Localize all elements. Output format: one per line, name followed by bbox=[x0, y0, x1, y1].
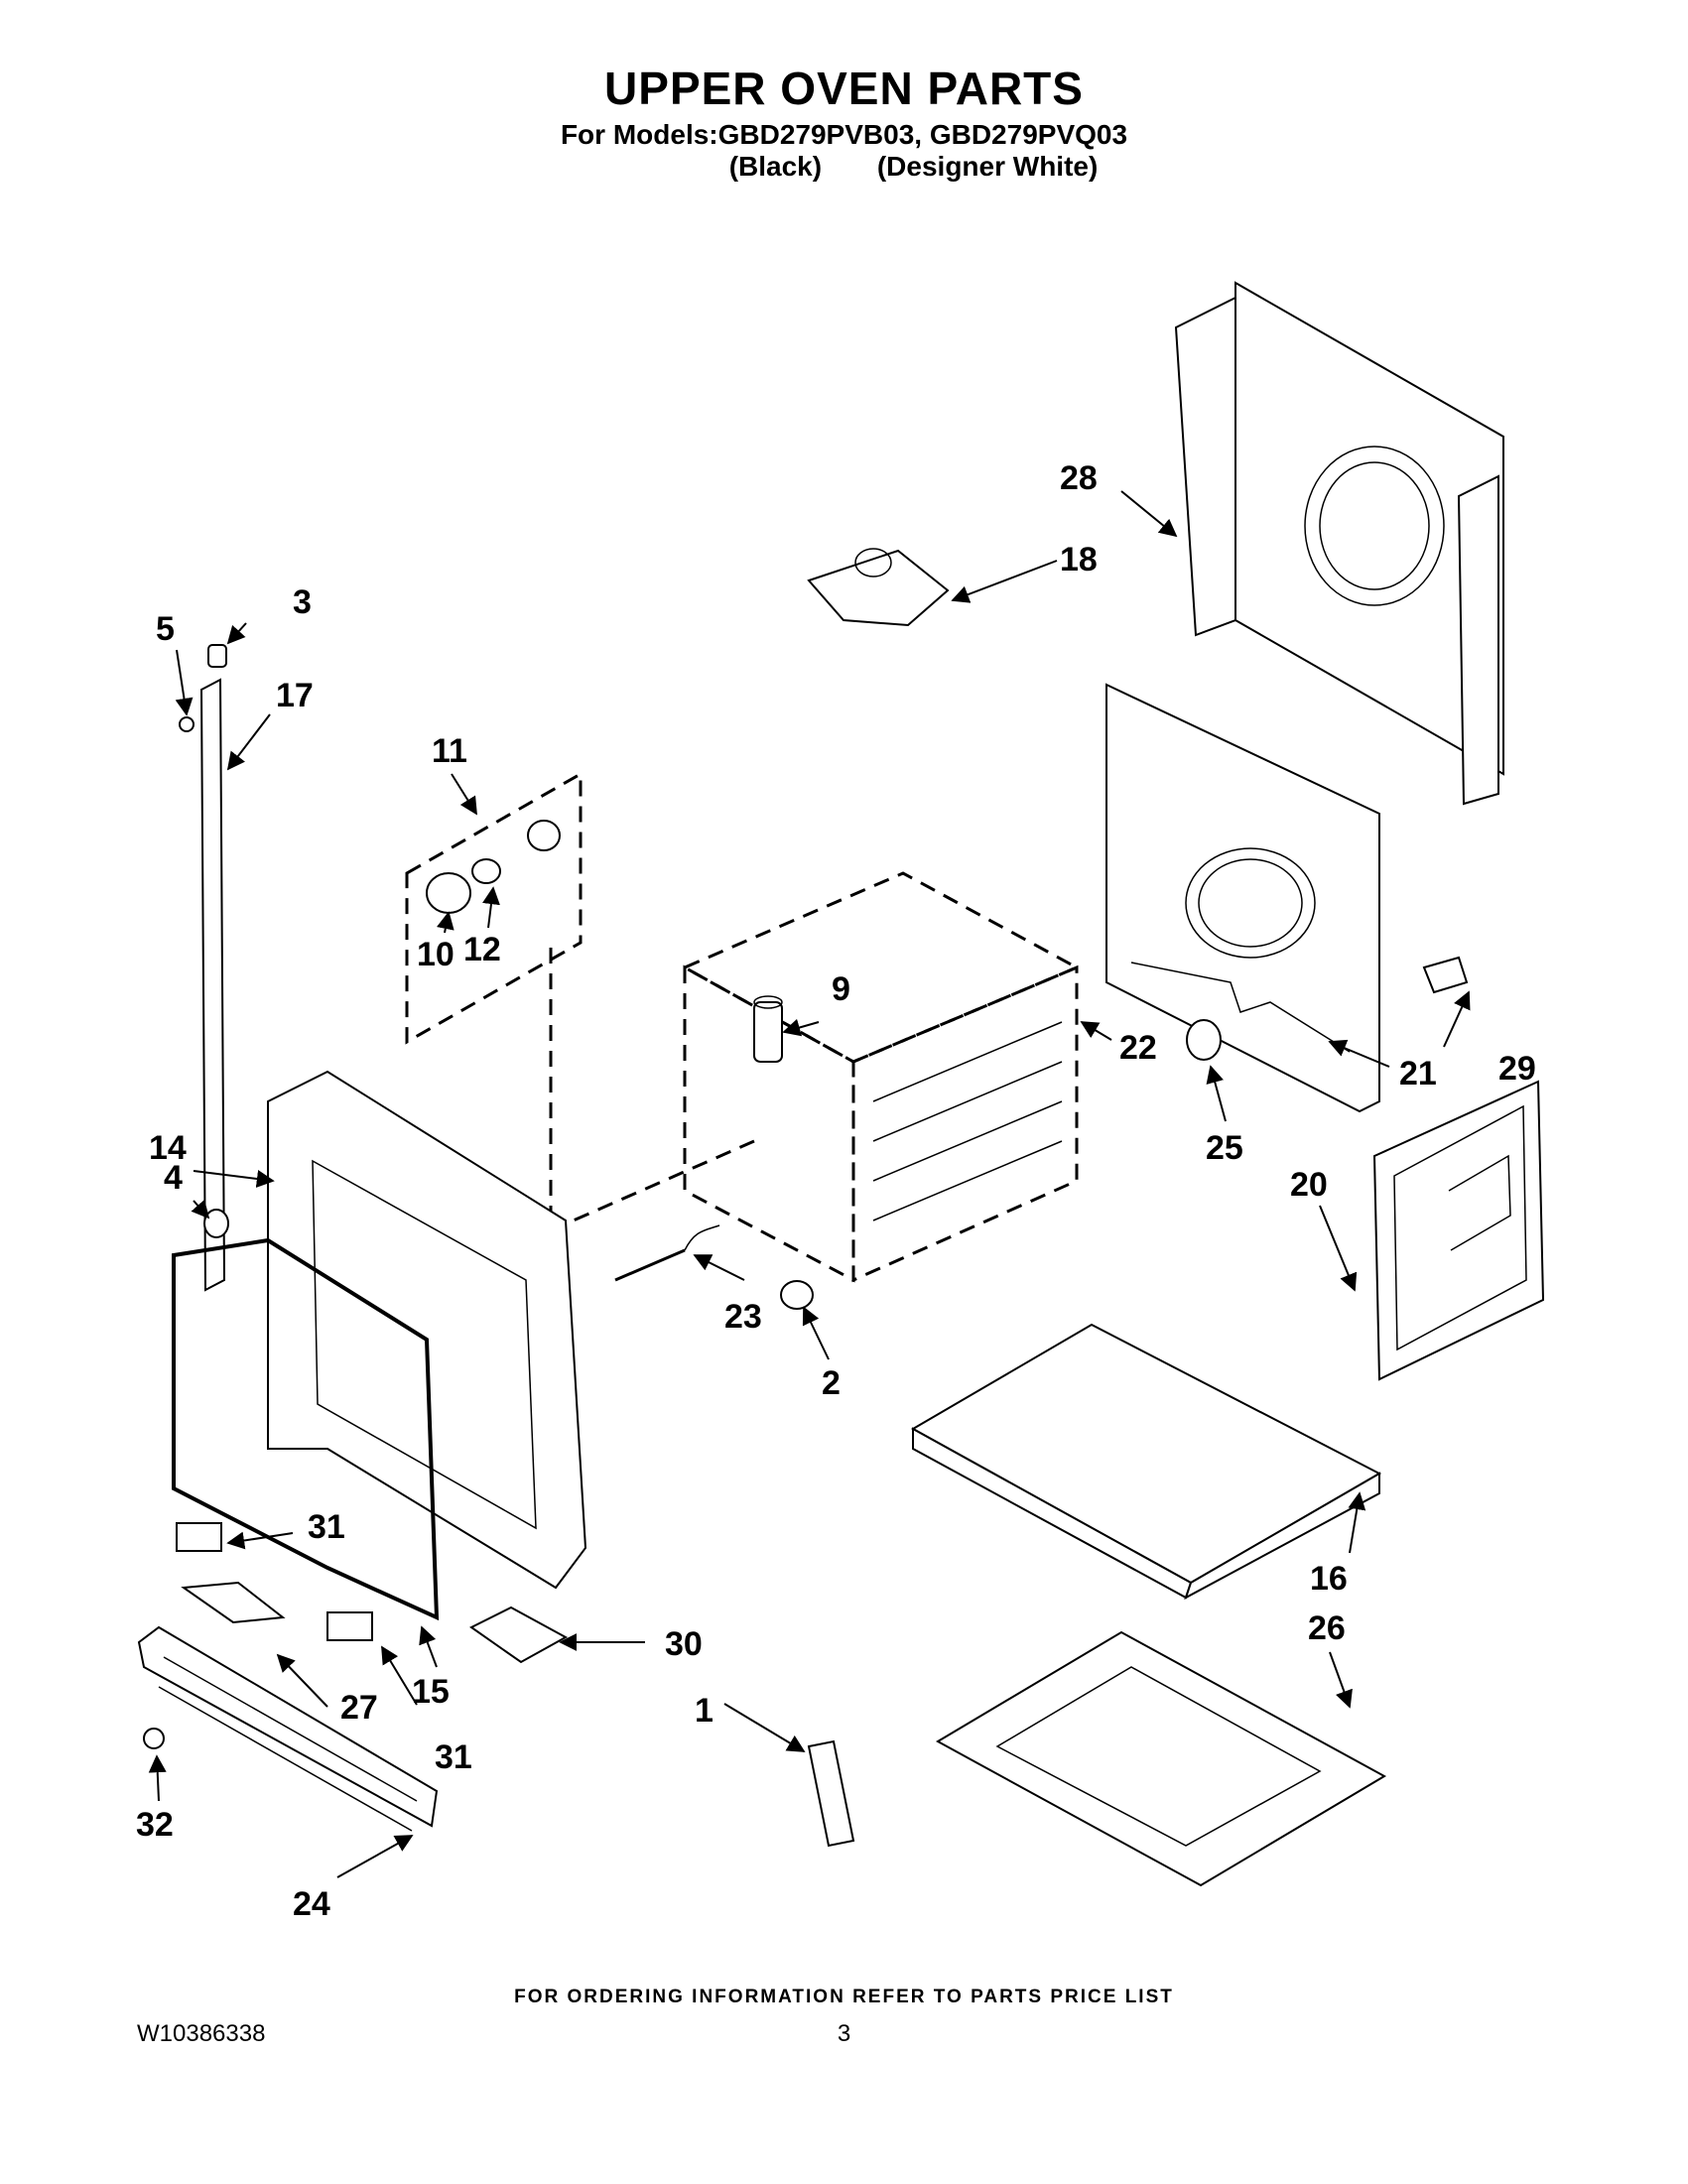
callout-9: 9 bbox=[832, 970, 850, 1008]
callout-20: 20 bbox=[1290, 1166, 1328, 1204]
callout-14: 14 bbox=[149, 1129, 187, 1167]
callout-24: 24 bbox=[293, 1885, 330, 1923]
callout-26: 26 bbox=[1308, 1609, 1346, 1647]
callout-32: 32 bbox=[136, 1806, 174, 1844]
callout-15: 15 bbox=[412, 1673, 450, 1711]
part-side-panel bbox=[1372, 1080, 1545, 1381]
part-knob-4 bbox=[203, 1209, 229, 1238]
part-fan-panel bbox=[1105, 683, 1380, 1113]
part-screw-5 bbox=[179, 716, 195, 732]
callout-31-upper: 31 bbox=[308, 1508, 345, 1546]
callout-27: 27 bbox=[340, 1689, 378, 1727]
part-door-hinge-bracket bbox=[469, 1606, 569, 1664]
callout-28: 28 bbox=[1060, 459, 1098, 497]
callout-3: 3 bbox=[293, 583, 312, 621]
part-block-31-upper bbox=[176, 1522, 222, 1552]
models-line: For Models:GBD279PVB03, GBD279PVQ03 bbox=[560, 119, 1128, 150]
variant-black: (Black) bbox=[728, 151, 823, 182]
part-light-assembly-group bbox=[405, 771, 583, 1045]
part-trim-strip bbox=[199, 678, 226, 1292]
part-motor-bracket bbox=[807, 548, 950, 627]
part-vent-grille bbox=[137, 1625, 439, 1832]
callout-22: 22 bbox=[1119, 1029, 1157, 1067]
part-front-frame bbox=[267, 1070, 587, 1590]
callout-18: 18 bbox=[1060, 541, 1098, 578]
model-variants: (Black) (Designer White) bbox=[0, 151, 1688, 183]
part-vent-strip bbox=[181, 1581, 286, 1624]
part-clip bbox=[1422, 956, 1469, 994]
callout-10: 10 bbox=[417, 936, 454, 973]
part-block-31-lower bbox=[326, 1611, 373, 1641]
callout-25: 25 bbox=[1206, 1129, 1243, 1167]
part-oven-cavity bbox=[681, 871, 1081, 1283]
part-screw-32 bbox=[143, 1728, 165, 1749]
callout-23: 23 bbox=[724, 1298, 762, 1336]
callout-21: 21 bbox=[1399, 1055, 1437, 1092]
document-number: W10386338 bbox=[137, 2020, 266, 2047]
part-plug bbox=[780, 1280, 814, 1310]
part-temperature-sensor bbox=[614, 1224, 720, 1282]
callout-12: 12 bbox=[463, 931, 501, 968]
callout-31-lower: 31 bbox=[435, 1738, 472, 1776]
callout-16: 16 bbox=[1310, 1560, 1348, 1598]
callout-30: 30 bbox=[665, 1625, 703, 1663]
part-rear-panel bbox=[1174, 281, 1504, 806]
callout-5: 5 bbox=[156, 610, 175, 648]
variant-designer-white: (Designer White) bbox=[876, 151, 1099, 182]
callout-4: 4 bbox=[164, 1159, 183, 1197]
part-door-gasket bbox=[172, 1237, 440, 1621]
part-top-shield bbox=[910, 1323, 1382, 1601]
callout-29: 29 bbox=[1498, 1050, 1536, 1088]
callout-11: 11 bbox=[432, 732, 467, 770]
part-heating-element-9 bbox=[753, 995, 783, 1063]
leader-lines bbox=[148, 490, 1471, 1878]
page-number: 3 bbox=[837, 2020, 851, 2047]
callout-2: 2 bbox=[822, 1364, 841, 1402]
callout-17: 17 bbox=[276, 677, 314, 714]
part-mount-bracket bbox=[807, 1739, 855, 1848]
part-sensor-bracket bbox=[1186, 1019, 1222, 1061]
page-title: UPPER OVEN PARTS bbox=[604, 63, 1084, 114]
part-cap bbox=[207, 644, 227, 668]
callout-labels: 1 2 3 4 5 9 10 11 12 14 15 16 17 18 20 2… bbox=[136, 459, 1536, 1923]
callout-1: 1 bbox=[695, 1692, 714, 1730]
ordering-note: FOR ORDERING INFORMATION REFER TO PARTS … bbox=[514, 1987, 1174, 2007]
part-bottom-tray bbox=[935, 1630, 1387, 1887]
